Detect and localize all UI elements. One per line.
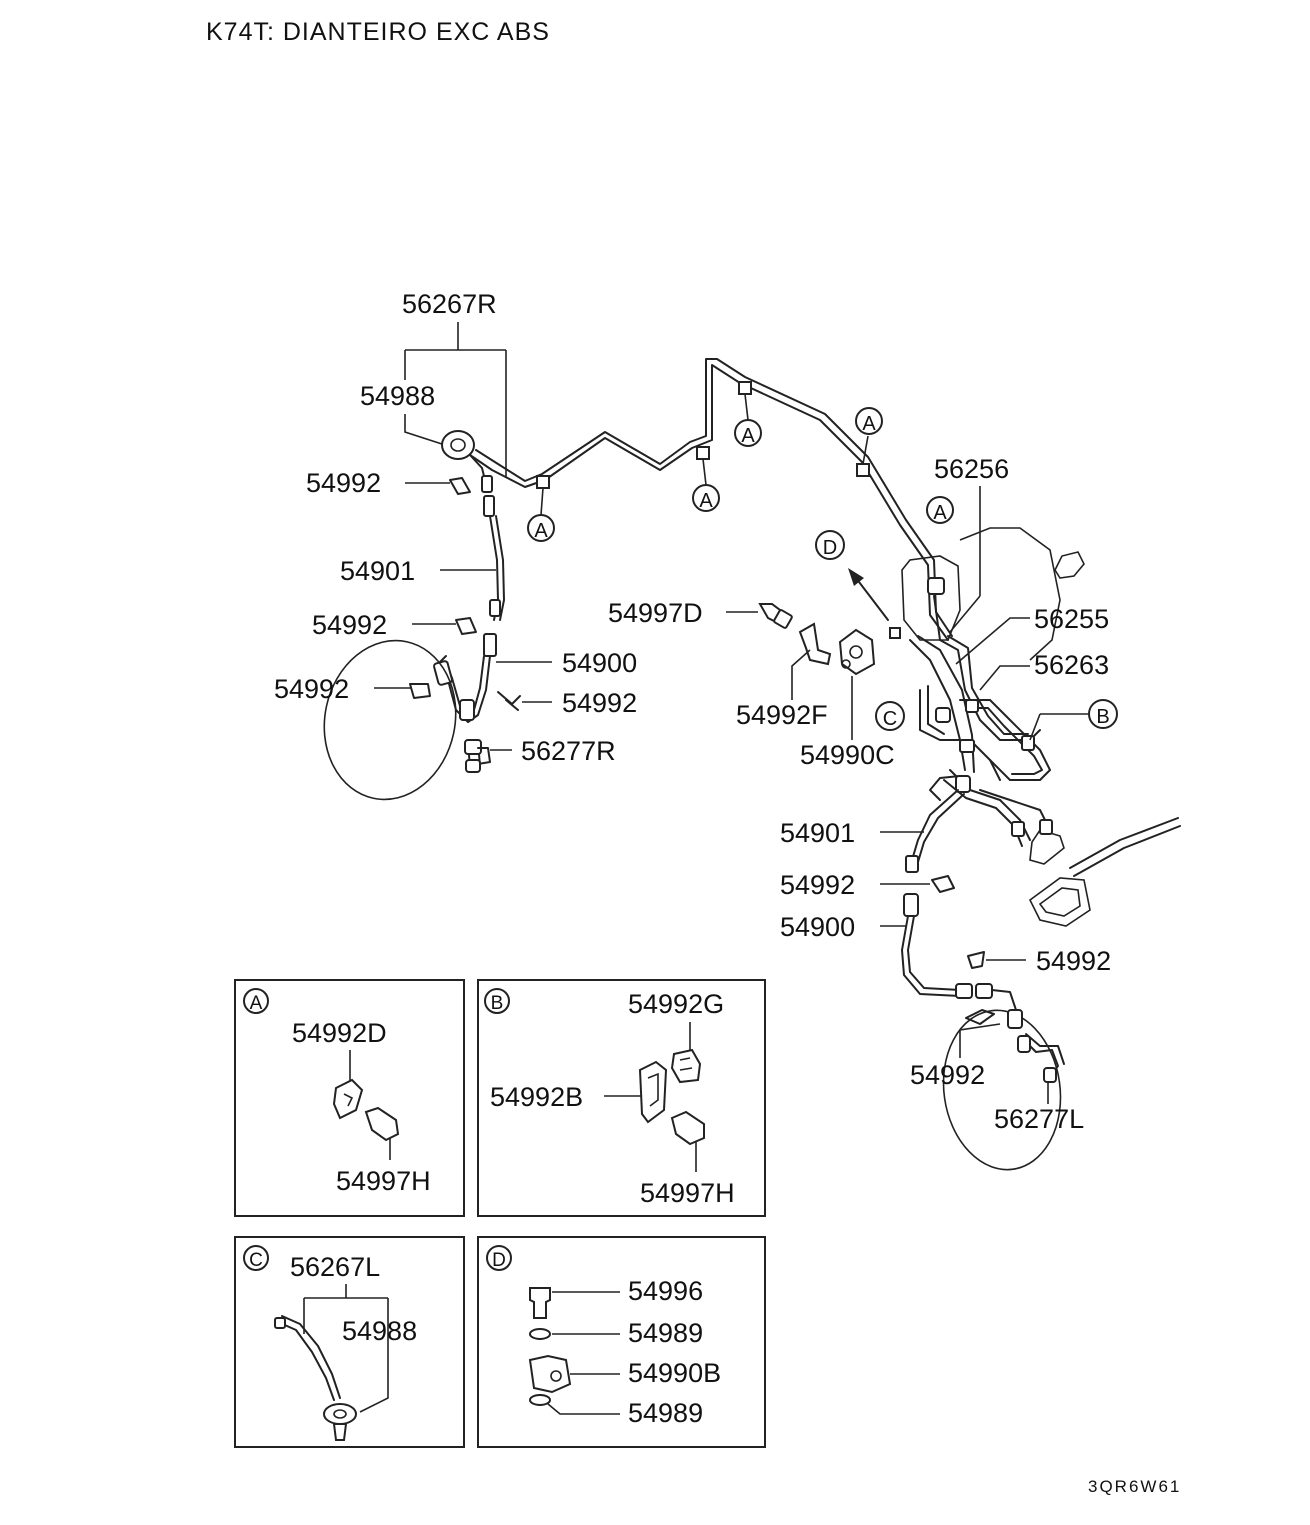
pipe-clip: [856, 463, 870, 477]
label-54900-left: 54900: [562, 648, 637, 678]
inset-d-letter: D: [492, 1250, 506, 1271]
pipe-bundle: [909, 635, 1088, 865]
clip-54992-5: 54992: [780, 870, 955, 900]
inset-d-part-1: 54996: [628, 1276, 703, 1306]
callout-a-1: A: [527, 514, 555, 542]
pipe-54900-right: 54900: [780, 893, 1017, 1011]
label-54901-left: 54901: [340, 556, 415, 586]
knuckle-outline-right: [942, 1009, 1062, 1171]
clip-54992-3: 54992: [274, 674, 431, 704]
label-54992-6: 54992: [1036, 946, 1111, 976]
hose-54901-left: 54901: [340, 475, 505, 621]
label-56256-group: 56256: [934, 454, 1009, 633]
label-56255-group: 56255: [955, 604, 1109, 665]
inset-b-part-3: 54997H: [640, 1178, 735, 1208]
callout-b: B: [1088, 699, 1118, 729]
inset-d: D 54996 54989 54990B 54989: [477, 1236, 766, 1448]
label-54992-7: 54992: [910, 1060, 985, 1090]
inset-d-part-4: 54989: [628, 1398, 703, 1428]
inset-b: B 54992G 54992B 54997H: [477, 979, 766, 1217]
callout-a-4: A: [855, 407, 883, 435]
svg-text:A: A: [862, 413, 876, 435]
inset-d-part-2: 54989: [628, 1318, 703, 1348]
master-cylinder-area: [889, 527, 1085, 661]
fitting-56277R: 56277R: [464, 736, 616, 773]
bolt-54997D: 54997D: [608, 598, 793, 629]
label-54992-2: 54992: [312, 610, 387, 640]
inset-a: A 54992D 54997H: [234, 979, 465, 1217]
inset-b-part-2: 54992B: [490, 1082, 583, 1112]
svg-text:D: D: [823, 537, 837, 559]
label-54900-right: 54900: [780, 912, 855, 942]
fitting-56277L: 56277L: [994, 1009, 1084, 1134]
label-56263: 56263: [1034, 650, 1109, 680]
clip-54992-7: 54992: [910, 1009, 1001, 1090]
inset-c: C 56267L 54988: [234, 1236, 465, 1448]
svg-text:A: A: [741, 425, 755, 447]
svg-text:A: A: [933, 502, 947, 524]
arrow-to-d: [848, 568, 889, 621]
inset-d-part-3: 54990B: [628, 1358, 721, 1388]
inset-c-letter: C: [249, 1250, 263, 1271]
callout-a-3: A: [734, 419, 762, 447]
callout-a-2: A: [692, 484, 720, 512]
svg-text:C: C: [883, 708, 897, 730]
label-54901-right: 54901: [780, 818, 855, 848]
hose-54901-right: 54901: [780, 789, 965, 873]
junction-54990C: 54990C: [800, 628, 895, 770]
label-56267R-group: 56267R: [402, 289, 507, 478]
svg-text:A: A: [534, 520, 548, 542]
inset-b-letter: B: [491, 993, 504, 1014]
label-54988-top: 54988: [360, 381, 435, 411]
pipe-54900-left: 54900: [433, 633, 637, 723]
label-54997D: 54997D: [608, 598, 703, 628]
diagram-title: K74T: DIANTEIRO EXC ABS: [206, 18, 550, 46]
label-56263-group: 56263: [979, 650, 1109, 691]
label-54988-top-group: 54988: [360, 381, 446, 446]
pipe-clip-group: [536, 381, 870, 516]
inset-c-part-1: 56267L: [290, 1252, 380, 1282]
grommet-54988: [441, 430, 486, 481]
callout-a-5: A: [926, 496, 954, 524]
clip-54992-4: 54992: [497, 688, 637, 718]
clip-54992-1: 54992: [306, 468, 471, 498]
inset-b-part-1: 54992G: [628, 989, 724, 1019]
label-54992-3: 54992: [274, 674, 349, 704]
bracket-54992F: 54992F: [736, 622, 832, 730]
pipe-clip: [738, 381, 752, 395]
callout-d: D: [815, 530, 845, 560]
label-56267R: 56267R: [402, 289, 497, 319]
inset-a-part-2: 54997H: [336, 1166, 431, 1196]
rear-pipe-right: [1028, 817, 1181, 927]
label-54990C: 54990C: [800, 740, 895, 770]
label-56277L: 56277L: [994, 1104, 1084, 1134]
clip-54992-6: 54992: [967, 946, 1111, 976]
label-54992-5: 54992: [780, 870, 855, 900]
diagram-code: 3QR6W61: [1088, 1477, 1181, 1496]
svg-text:B: B: [1096, 706, 1109, 728]
svg-text:A: A: [699, 490, 713, 512]
knuckle-outline-left: [323, 639, 457, 801]
label-54992-1: 54992: [306, 468, 381, 498]
label-54992-4: 54992: [562, 688, 637, 718]
inset-a-part-1: 54992D: [292, 1018, 387, 1048]
clip-54992-2: 54992: [312, 610, 477, 640]
label-56255: 56255: [1034, 604, 1109, 634]
label-56256: 56256: [934, 454, 1009, 484]
inset-a-letter: A: [250, 993, 263, 1014]
pipe-clip: [696, 446, 710, 460]
label-56277R: 56277R: [521, 736, 616, 766]
label-54992F: 54992F: [736, 700, 828, 730]
inset-c-part-2: 54988: [342, 1316, 417, 1346]
pipe-clip: [536, 475, 550, 489]
callout-c: C: [875, 701, 905, 731]
